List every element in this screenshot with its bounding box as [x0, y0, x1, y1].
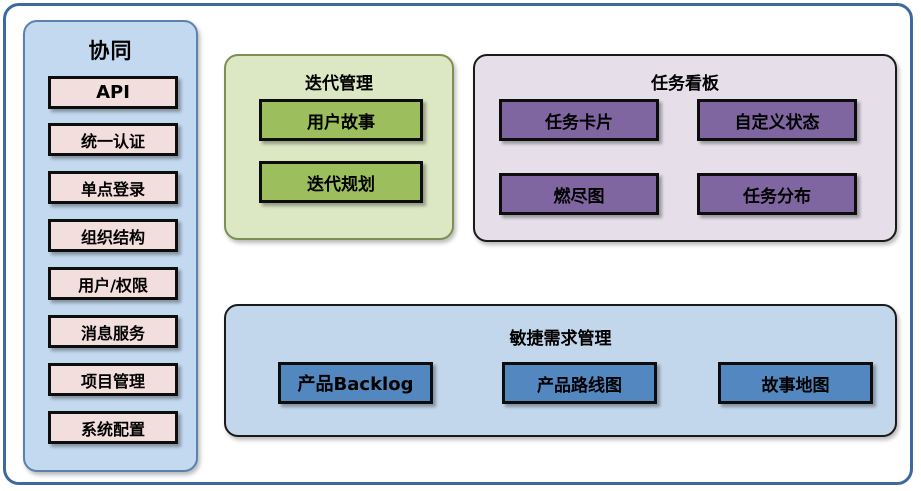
iteration-item-iteration-plan[interactable]: 迭代规划	[259, 161, 423, 203]
taskboard-item-task-card[interactable]: 任务卡片	[499, 99, 659, 141]
sidebar-item-org-structure[interactable]: 组织结构	[48, 219, 178, 252]
iteration-management-panel: 迭代管理 用户故事 迭代规划	[224, 54, 454, 240]
taskboard-item-task-distribution[interactable]: 任务分布	[697, 173, 857, 215]
collaboration-panel-title: 协同	[88, 39, 133, 63]
agile-requirement-title: 敏捷需求管理	[509, 329, 612, 349]
agile-item-product-backlog[interactable]: 产品Backlog	[278, 362, 433, 404]
sidebar-item-sso[interactable]: 单点登录	[48, 171, 178, 204]
agile-item-product-roadmap[interactable]: 产品路线图	[502, 362, 657, 404]
sidebar-item-project-mgmt[interactable]: 项目管理	[48, 363, 178, 396]
diagram-frame: 协同 API 统一认证 单点登录 组织结构 用户/权限 消息服务 项目管理 系统…	[3, 3, 913, 485]
task-board-panel: 任务看板 任务卡片 自定义状态 燃尽图 任务分布	[473, 54, 897, 242]
sidebar-item-message-service[interactable]: 消息服务	[48, 315, 178, 348]
agile-item-story-map[interactable]: 故事地图	[718, 362, 873, 404]
taskboard-item-burndown-chart[interactable]: 燃尽图	[499, 173, 659, 215]
sidebar-item-api[interactable]: API	[48, 76, 178, 109]
sidebar-item-unified-auth[interactable]: 统一认证	[48, 123, 178, 156]
collaboration-panel: 协同 API 统一认证 单点登录 组织结构 用户/权限 消息服务 项目管理 系统…	[23, 20, 198, 472]
sidebar-item-system-config[interactable]: 系统配置	[48, 411, 178, 444]
iteration-item-user-story[interactable]: 用户故事	[259, 99, 423, 141]
task-board-title: 任务看板	[651, 74, 719, 94]
iteration-management-title: 迭代管理	[305, 74, 373, 94]
taskboard-item-custom-status[interactable]: 自定义状态	[697, 99, 857, 141]
sidebar-item-user-permission[interactable]: 用户/权限	[48, 267, 178, 300]
agile-requirement-panel: 敏捷需求管理 产品Backlog 产品路线图 故事地图	[224, 304, 897, 437]
